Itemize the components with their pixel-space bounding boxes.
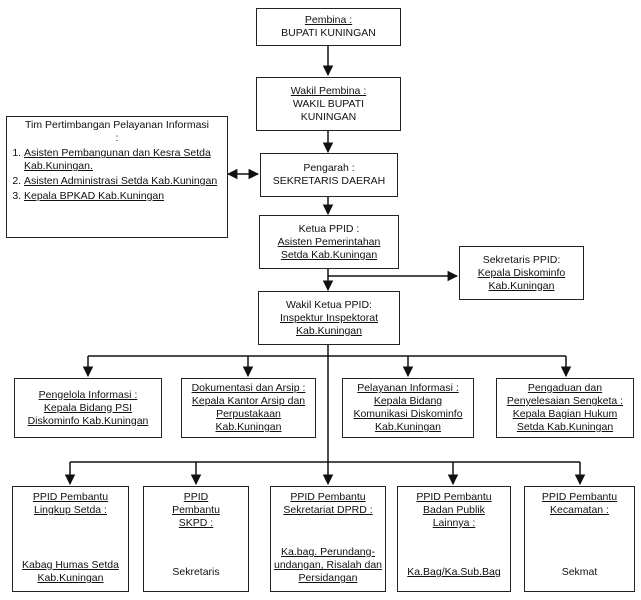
row2-2-label: PPID Pembantu SKPD : — [172, 491, 220, 529]
ppid-pembantu-skpd-box: PPID Pembantu SKPD : Sekretaris — [143, 486, 249, 592]
row1-4-label: Pengaduan dan Penyelesaian Sengketa : — [506, 382, 624, 407]
row1-3-value: Kepala Bidang Komunikasi Diskominfo Kab.… — [353, 395, 463, 433]
pengarah-box: Pengarah : SEKRETARIS DAERAH — [260, 153, 398, 197]
ketua-label: Ketua PPID : — [298, 222, 360, 235]
wakil-pembina-box: Wakil Pembina : WAKIL BUPATI KUNINGAN — [256, 77, 401, 131]
ppid-pembantu-kecamatan-box: PPID Pembantu Kecamatan : Sekmat — [524, 486, 635, 592]
tim-pertimbangan-box: Tim Pertimbangan Pelayanan Informasi : A… — [6, 116, 228, 238]
dokumentasi-arsip-box: Dokumentasi dan Arsip : Kepala Kantor Ar… — [181, 378, 316, 438]
ppid-pembantu-badan-publik-box: PPID Pembantu Badan Publik Lainnya : Ka.… — [397, 486, 511, 592]
row1-1-label: Pengelola Informasi : — [38, 388, 138, 401]
row1-1-value: Kepala Bidang PSI Diskominfo Kab.Kuninga… — [27, 401, 149, 427]
wakil-ketua-ppid-box: Wakil Ketua PPID: Inspektur Inspektorat … — [258, 291, 400, 345]
row2-1-value: Kabag Humas Setda Kab.Kuningan — [22, 559, 119, 584]
row2-3-label: PPID Pembantu Sekretariat DPRD : — [283, 491, 373, 516]
wakil-ketua-value: Inspektur Inspektorat Kab.Kuningan — [279, 311, 379, 337]
pelayanan-informasi-box: Pelayanan Informasi : Kepala Bidang Komu… — [342, 378, 474, 438]
row1-2-label: Dokumentasi dan Arsip : — [191, 382, 306, 394]
ketua-value: Asisten Pemerintahan Setda Kab.Kuningan — [277, 235, 381, 261]
row2-4-label: PPID Pembantu Badan Publik Lainnya : — [416, 491, 492, 529]
tim-item-2: Asisten Administrasi Setda Kab.Kuningan — [24, 175, 224, 188]
sekretaris-ppid-box: Sekretaris PPID: Kepala Diskominfo Kab.K… — [459, 246, 584, 300]
pengarah-label: Pengarah : — [303, 162, 355, 174]
tim-item-3: Kepala BPKAD Kab.Kuningan — [24, 190, 224, 203]
row2-1-label: PPID Pembantu Lingkup Setda : — [32, 491, 109, 516]
tim-title: Tim Pertimbangan Pelayanan Informasi : — [24, 119, 210, 144]
ppid-pembantu-setda-box: PPID Pembantu Lingkup Setda : Kabag Huma… — [12, 486, 129, 592]
ppid-pembantu-dprd-box: PPID Pembantu Sekretariat DPRD : Ka.bag.… — [270, 486, 386, 592]
wakil-pembina-label: Wakil Pembina : — [290, 84, 367, 97]
row2-2-value: Sekretaris — [172, 566, 220, 578]
sekretaris-value: Kepala Diskominfo Kab.Kuningan — [477, 266, 566, 292]
row2-5-label: PPID Pembantu Kecamatan : — [541, 491, 618, 516]
row2-3-value: Ka.bag. Perundang-undangan, Risalah dan … — [274, 546, 383, 584]
row1-2-value: Kepala Kantor Arsip dan Perpustakaan Kab… — [191, 395, 306, 433]
tim-item-1: Asisten Pembangunan dan Kesra Setda Kab.… — [24, 147, 224, 173]
row1-4-value: Kepala Bagian Hukum Setda Kab.Kuningan — [512, 408, 618, 433]
pengelola-informasi-box: Pengelola Informasi : Kepala Bidang PSI … — [14, 378, 162, 438]
row1-3-label: Pelayanan Informasi : — [357, 382, 459, 394]
pengarah-value: SEKRETARIS DAERAH — [272, 175, 386, 187]
wakil-ketua-label: Wakil Ketua PPID: — [286, 298, 372, 311]
pengaduan-sengketa-box: Pengaduan dan Penyelesaian Sengketa : Ke… — [496, 378, 634, 438]
pembina-value: BUPATI KUNINGAN — [281, 27, 376, 39]
wakil-pembina-value: WAKIL BUPATI KUNINGAN — [292, 97, 365, 123]
ketua-ppid-box: Ketua PPID : Asisten Pemerintahan Setda … — [259, 215, 399, 269]
pembina-label: Pembina : — [304, 14, 353, 26]
tim-list: Asisten Pembangunan dan Kesra Setda Kab.… — [10, 147, 224, 205]
row2-5-value: Sekmat — [561, 566, 598, 578]
pembina-box: Pembina : BUPATI KUNINGAN — [256, 8, 401, 46]
row2-4-value: Ka.Bag/Ka.Sub.Bag — [407, 566, 501, 578]
sekretaris-label: Sekretaris PPID: — [482, 253, 561, 266]
